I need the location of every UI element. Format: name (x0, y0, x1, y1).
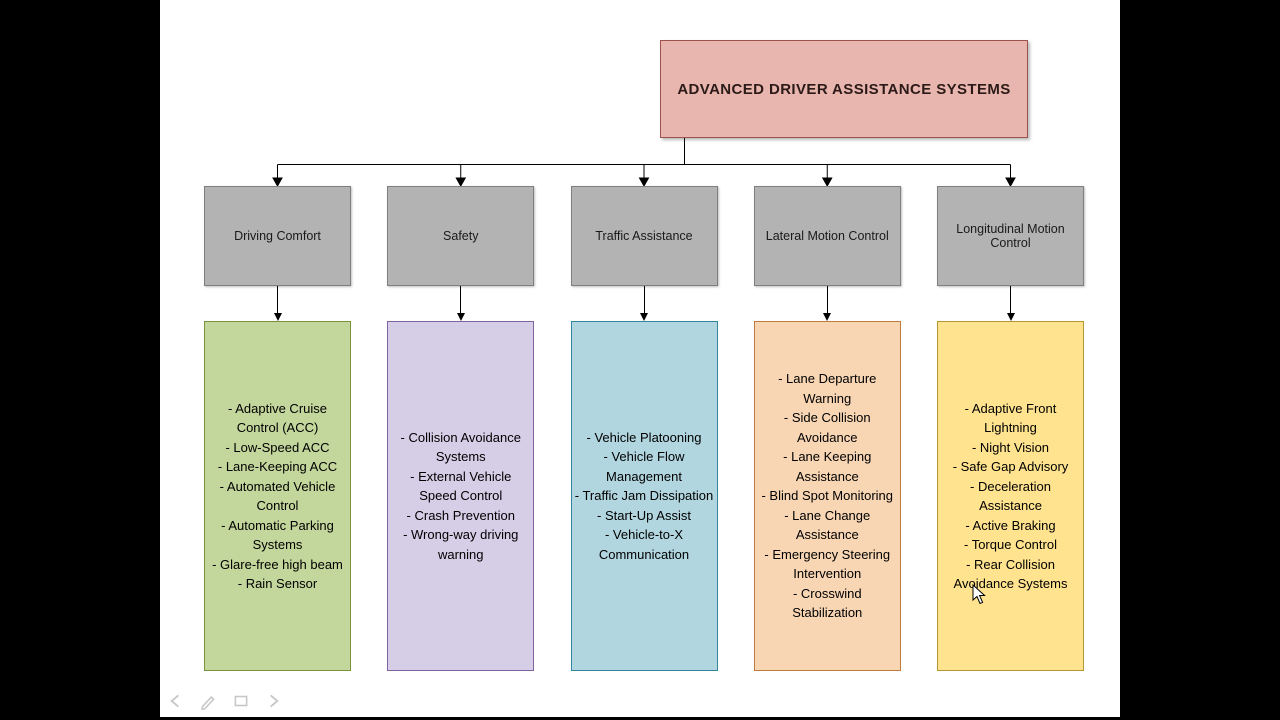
detail-box-traffic-assistance: - Vehicle Platooning - Vehicle Flow Manag… (570, 321, 718, 671)
category-label: Driving Comfort (234, 229, 321, 243)
down-arrow (456, 286, 465, 321)
detail-item: - Lane-Keeping ACC (217, 459, 338, 474)
detail-item: - Emergency Steering Intervention (764, 546, 891, 582)
column-longitudinal-motion-control: Longitudinal Motion Control - Adaptive F… (937, 186, 1084, 671)
category-box-driving-comfort: Driving Comfort (204, 186, 351, 286)
diagram-title: ADVANCED DRIVER ASSISTANCE SYSTEMS (677, 80, 1011, 98)
detail-item: - Night Vision (971, 439, 1050, 455)
detail-item: - Lane Departure Warning (778, 371, 877, 406)
detail-item: - Active Braking (965, 517, 1056, 533)
detail-item: - Blind Spot Monitoring (761, 488, 893, 504)
column-traffic-assistance: Traffic Assistance - Vehicle Platooning-… (570, 186, 718, 671)
detail-item: - Automated Vehicle Control (219, 478, 336, 514)
detail-box-longitudinal-motion-control: - Adaptive Front Lightning - Night Vision… (937, 321, 1084, 671)
detail-box-lateral-motion-control: - Lane Departure Warning - Side Collision… (753, 321, 901, 671)
root-title-box: ADVANCED DRIVER ASSISTANCE SYSTEMS (660, 40, 1028, 138)
detail-box-driving-comfort: - Adaptive Cruise Control (ACC) - Low-Spe… (204, 321, 351, 671)
detail-item: - Vehicle-to-X Communication (598, 527, 690, 562)
category-box-safety: Safety (387, 186, 535, 286)
previous-slide-icon[interactable] (166, 692, 184, 710)
detail-item: - Traffic Jam Dissipation (574, 488, 714, 504)
category-box-lateral-motion-control: Lateral Motion Control (753, 186, 901, 286)
detail-item: - Start-Up Assist (597, 507, 691, 523)
detail-item: - Lane Keeping Assistance (783, 449, 872, 484)
detail-item: - Rain Sensor (237, 576, 318, 591)
detail-item: - Automatic Parking Systems (221, 517, 334, 553)
detail-box-safety: - Collision Avoidance Systems- External … (387, 321, 535, 671)
detail-item: - Side Collision Avoidance (783, 410, 871, 445)
category-label: Safety (443, 229, 479, 243)
detail-item: - Lane Change Assistance (784, 507, 871, 543)
slide-navigator-icon[interactable] (232, 692, 250, 710)
down-arrow (1006, 286, 1015, 321)
next-slide-icon[interactable] (265, 692, 283, 710)
down-arrow (640, 286, 648, 321)
down-arrow (823, 286, 832, 321)
down-arrow (273, 286, 282, 321)
detail-item: - External Vehicle Speed Control (410, 468, 512, 504)
detail-item: - Collision Avoidance Systems (400, 429, 521, 465)
detail-item: - Crash Prevention (406, 507, 515, 523)
slideshow-toolbar (166, 692, 283, 710)
detail-item: - Adaptive Cruise Control (ACC) (228, 400, 327, 436)
column-driving-comfort: Driving Comfort - Adaptive Cruise Contro… (204, 186, 351, 671)
detail-item: - Low-Speed ACC (225, 439, 330, 455)
column-safety: Safety - Collision Avoidance Systems- Ex… (387, 186, 535, 671)
detail-item: - Crosswind Stabilization (792, 585, 863, 621)
category-box-longitudinal-motion-control: Longitudinal Motion Control (937, 186, 1084, 286)
pen-icon[interactable] (199, 692, 217, 710)
column-lateral-motion-control: Lateral Motion Control - Lane Departure … (753, 186, 901, 671)
detail-item: - Vehicle Flow Management (603, 449, 685, 484)
category-columns: Driving Comfort - Adaptive Cruise Contro… (204, 186, 1084, 671)
detail-item: - Deceleration Assistance (970, 478, 1051, 514)
category-label: Longitudinal Motion Control (956, 222, 1065, 250)
category-label: Lateral Motion Control (765, 229, 889, 243)
detail-item: - Glare-free high beam (212, 556, 343, 572)
detail-item: - Rear Collision Avoidance Systems (953, 556, 1068, 592)
detail-item: - Wrong-way driving warning (403, 527, 519, 562)
detail-item: - Adaptive Front Lightning (964, 400, 1057, 436)
detail-item: - Vehicle Platooning (586, 429, 702, 445)
category-label: Traffic Assistance (595, 229, 693, 243)
category-box-traffic-assistance: Traffic Assistance (570, 186, 718, 286)
detail-item: - Safe Gap Advisory (952, 459, 1069, 474)
detail-item: - Torque Control (964, 537, 1057, 552)
